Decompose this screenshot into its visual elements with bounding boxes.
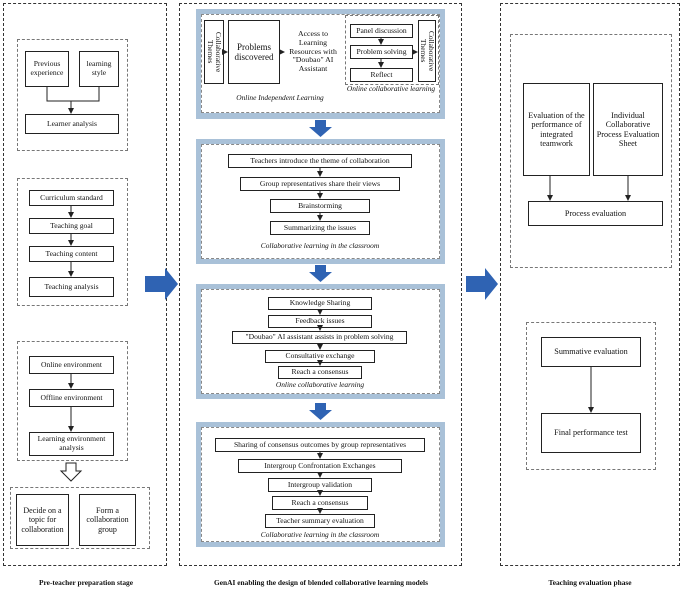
blue-arrow-middle-to-right: [466, 268, 498, 300]
online-collaborative-learning-caption-1: Online collaborative learning: [346, 84, 436, 93]
intergroup-validation-box: Intergroup validation: [268, 478, 372, 492]
online-environment-box: Online environment: [29, 356, 114, 374]
online-collaborative-subpanel: [345, 15, 439, 85]
teaching-goal-box: Teaching goal: [29, 218, 114, 234]
learner-analysis-group: [17, 39, 128, 151]
decide-topic-box: Decide on a topic for collaboration: [16, 494, 69, 546]
problem-solving-box: Problem solving: [350, 45, 413, 59]
sharing-consensus-outcomes-box: Sharing of consensus outcomes by group r…: [215, 438, 425, 452]
classroom-caption-2: Collaborative learning in the classroom: [260, 530, 380, 539]
collaborative-themes-left-box: Collaborative Themes: [204, 20, 224, 84]
brainstorming-box: Brainstorming: [270, 199, 370, 213]
integrated-teamwork-box: Evaluation of the performance of integra…: [523, 83, 590, 176]
process-evaluation-box: Process evaluation: [528, 201, 663, 226]
teachers-introduce-theme-box: Teachers introduce the theme of collabor…: [228, 154, 412, 168]
evaluation-phase-label: Teaching evaluation phase: [548, 578, 632, 587]
online-collaborative-learning-caption-2: Online collaborative learning: [275, 380, 365, 389]
learning-environment-analysis-box: Learning environment analysis: [29, 432, 114, 456]
collaborative-themes-right-box: Collaborative Themes: [418, 20, 436, 82]
reflect-box: Reflect: [350, 68, 413, 82]
classroom-caption-1: Collaborative learning in the classroom: [260, 241, 380, 250]
teaching-content-box: Teaching content: [29, 246, 114, 262]
learning-style-box: learning style: [79, 51, 119, 87]
teaching-analysis-box: Teaching analysis: [29, 277, 114, 297]
summative-evaluation-box: Summative evaluation: [541, 337, 641, 367]
group-representatives-share-box: Group representatives share their views: [240, 177, 400, 191]
learner-analysis-box: Learner analysis: [25, 114, 119, 134]
consultative-exchange-box: Consultative exchange: [265, 350, 375, 363]
individual-sheet-box: Individual Collaborative Process Evaluat…: [593, 83, 663, 176]
final-performance-test-box: Final performance test: [541, 413, 641, 453]
evaluation-phase-frame: [500, 3, 680, 566]
learning-environment-group: [17, 341, 128, 461]
offline-environment-box: Offline environment: [29, 389, 114, 407]
reach-consensus-box-1: Reach a consensus: [278, 366, 362, 379]
online-independent-learning-caption: Online Independent Learning: [236, 93, 324, 102]
access-learning-resources-box: Access to Learning Resources with "Douba…: [285, 20, 341, 84]
previous-experience-box: Previous experience: [25, 51, 69, 87]
problems-discovered-box: Problems discovered: [228, 20, 280, 84]
curriculum-standard-box: Curriculum standard: [29, 190, 114, 206]
doubao-assists-box: "Doubao" AI assistant assists in problem…: [232, 331, 407, 344]
process-evaluation-group: [510, 34, 672, 268]
reach-consensus-box-2: Reach a consensus: [272, 496, 368, 510]
feedback-issues-box: Feedback issues: [268, 315, 372, 328]
preparation-stage-label: Pre-teacher preparation stage: [39, 578, 133, 587]
form-group-box: Form a collaboration group: [79, 494, 136, 546]
summative-evaluation-group: [526, 322, 656, 470]
intergroup-confrontation-box: Intergroup Confrontation Exchanges: [238, 459, 402, 473]
summarizing-issues-box: Summarizing the issues: [270, 221, 370, 235]
genai-design-frame: [179, 3, 462, 566]
genai-design-label: GenAI enabling the design of blended col…: [214, 578, 428, 587]
teaching-analysis-group: [17, 178, 128, 306]
topic-and-group-frame: [10, 487, 150, 549]
teacher-summary-box: Teacher summary evaluation: [265, 514, 375, 528]
knowledge-sharing-box: Knowledge Sharing: [268, 297, 372, 310]
panel-discussion-box: Panel discussion: [350, 24, 413, 38]
